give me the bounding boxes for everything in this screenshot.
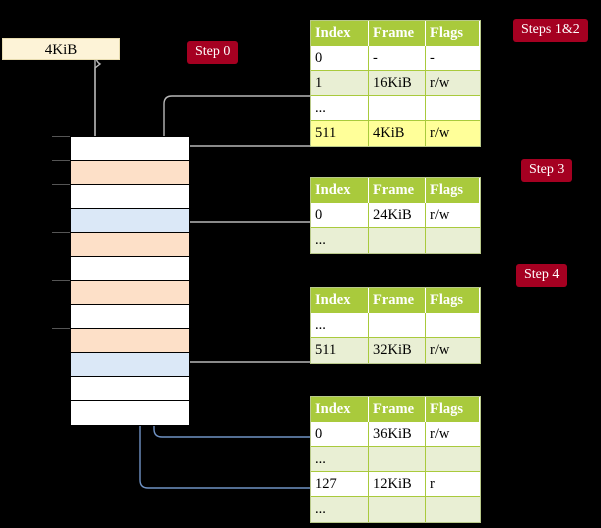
physical-memory-frames: [70, 136, 190, 426]
table-row[interactable]: ...: [311, 96, 480, 121]
frame-tick: [52, 184, 70, 185]
cell-index: 127: [311, 472, 369, 497]
line-level4-row511-to-frame: [181, 145, 312, 204]
table-row[interactable]: ...: [311, 228, 480, 253]
cell-flags: [426, 228, 480, 253]
line-level3-row0-to-frame: [181, 221, 312, 252]
memory-frame-row: [71, 137, 189, 161]
cell-flags: [426, 96, 480, 121]
memory-frame-row: [71, 257, 189, 281]
memory-frame-row: [71, 233, 189, 257]
column-header-frame: Frame: [369, 178, 426, 203]
table-row[interactable]: 0--: [311, 46, 480, 71]
cell-frame: 32KiB: [369, 338, 426, 363]
frame-tick: [52, 280, 70, 281]
frame-size-label: 4KiB: [44, 42, 78, 58]
frame-tick: [52, 328, 70, 329]
cell-frame: [369, 447, 426, 472]
cell-index: ...: [311, 313, 369, 338]
cell-flags: [426, 447, 480, 472]
cell-flags: r/w: [430, 342, 450, 358]
cell-flags: -: [426, 46, 480, 71]
frame-tick: [52, 160, 70, 161]
column-header-index: Index: [311, 178, 369, 203]
cell-frame: 12KiB: [369, 472, 426, 497]
badge-step-0: Step 0: [187, 41, 239, 64]
cell-index: 511: [311, 338, 369, 363]
badge-steps-1-2: Steps 1&2: [513, 19, 588, 42]
column-header-flags: Flags: [426, 288, 480, 313]
column-header-frame: Frame: [369, 21, 426, 46]
line-frame-to-level2-row511: [181, 316, 312, 363]
cell-flags: r/w: [426, 203, 480, 228]
cell-index: ...: [311, 228, 369, 253]
column-header-flags: Flags: [426, 21, 480, 46]
badge-step-4: Step 4: [516, 264, 568, 287]
column-header-flags: Flags: [426, 178, 480, 203]
cell-frame: 36KiB: [369, 422, 426, 447]
column-header-index: Index: [311, 288, 369, 313]
cell-frame: 16KiB: [369, 71, 426, 96]
memory-frame-row: [71, 161, 189, 185]
column-header-flags: Flags: [426, 397, 480, 422]
frame-tick: [52, 232, 70, 233]
memory-frame-row: [71, 185, 189, 209]
cell-index: ...: [311, 497, 369, 522]
cell-index: ...: [311, 447, 369, 472]
table-row[interactable]: ...: [311, 497, 480, 522]
cell-flags: r: [426, 472, 480, 497]
cell-frame: [369, 497, 426, 522]
cell-flags: [426, 313, 480, 338]
memory-frame-row: [71, 377, 189, 401]
memory-frame-row: [71, 401, 189, 425]
cell-frame: [369, 96, 426, 121]
column-header-index: Index: [311, 397, 369, 422]
column-header-frame: Frame: [369, 288, 426, 313]
cell-flags: [426, 497, 480, 522]
cell-frame: -: [369, 46, 426, 71]
cell-index: 0: [311, 203, 369, 228]
cell-frame: [369, 313, 426, 338]
frame-size-box: 4KiB: [2, 38, 120, 60]
cell-frame: [369, 228, 426, 253]
badge-step-3: Step 3: [521, 159, 573, 182]
cell-index: ...: [311, 96, 369, 121]
memory-frame-row: [71, 305, 189, 329]
memory-frame-row: [71, 353, 189, 377]
frame-tick: [52, 136, 70, 137]
cell-frame: 4KiB: [369, 121, 426, 146]
cell-flags: r/w: [426, 121, 480, 146]
table-row[interactable]: ...: [311, 447, 480, 472]
memory-frame-row: [71, 281, 189, 305]
cell-index: 1: [311, 71, 369, 96]
cell-index: 0: [311, 422, 369, 447]
cell-index: 511: [311, 121, 369, 146]
cell-frame: 24KiB: [369, 203, 426, 228]
cell-flags: r/w: [426, 71, 480, 96]
cell-flags: r/w: [426, 422, 480, 447]
cell-index: 0: [311, 46, 369, 71]
column-header-frame: Frame: [369, 397, 426, 422]
column-header-index: Index: [311, 21, 369, 46]
memory-frame-row: [71, 209, 189, 233]
memory-frame-row: [71, 329, 189, 353]
table-row[interactable]: ...: [311, 313, 480, 338]
